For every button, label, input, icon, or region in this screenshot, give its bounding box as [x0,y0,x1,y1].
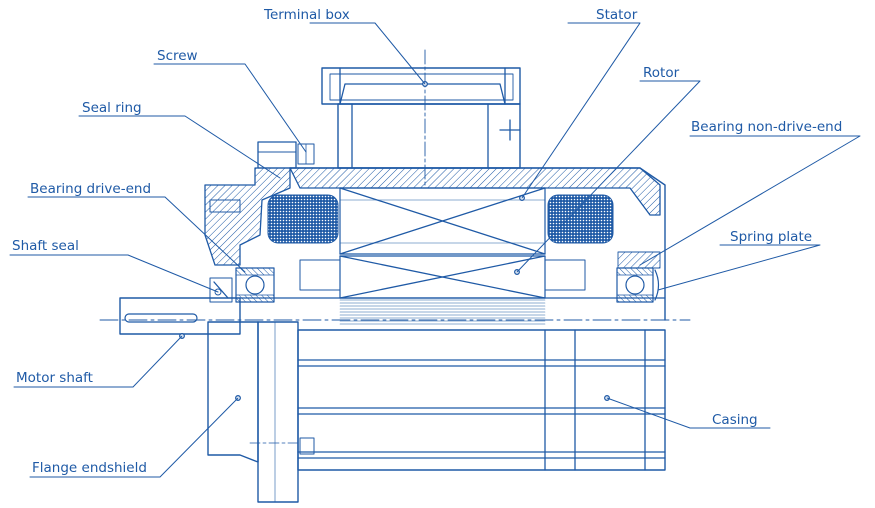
leader-spring-plate [657,244,821,291]
winding-right [547,194,614,244]
label-bearing-drive-end: Bearing drive-end [30,181,151,197]
leader-casing [606,397,771,429]
label-rotor: Rotor [643,65,680,81]
stator-core [339,187,546,255]
leader-lines [9,22,861,478]
leader-screw [153,63,307,153]
leader-motor-shaft [13,335,183,388]
non-drive-end-bearing [616,251,661,303]
label-shaft-seal: Shaft seal [12,238,79,254]
leader-shaft-seal [9,254,219,293]
leader-terminal-box [309,22,426,85]
drive-end-bearing [235,267,275,303]
label-terminal-box: Terminal box [263,7,350,23]
leader-flange-endshield [29,397,239,478]
leader-stator [521,22,641,199]
casing [297,329,666,471]
rotor [299,255,586,299]
label-spring-plate: Spring plate [730,229,812,245]
drive-end-endshield [204,141,315,266]
label-seal-ring: Seal ring [82,100,142,116]
winding-left [267,194,339,244]
label-screw: Screw [157,48,198,64]
leader-rotor [516,80,701,273]
label-bearing-non-drive-end: Bearing non-drive-end [691,119,842,135]
rotor-laminations [339,299,546,325]
label-flange-endshield: Flange endshield [32,460,147,476]
shaft-seal [209,277,233,303]
terminal-box [321,67,521,169]
spring-plate [654,269,660,301]
motor-drawing [9,22,861,503]
leader-seal-ring [78,115,281,179]
leader-bearing-drive-end [27,196,246,273]
label-motor-shaft: Motor shaft [16,370,93,386]
label-stator: Stator [596,7,638,23]
labels: Terminal box Stator Screw Rotor Seal rin… [12,7,842,476]
label-casing: Casing [712,412,758,428]
leader-bearing-non-drive-end [639,135,861,266]
